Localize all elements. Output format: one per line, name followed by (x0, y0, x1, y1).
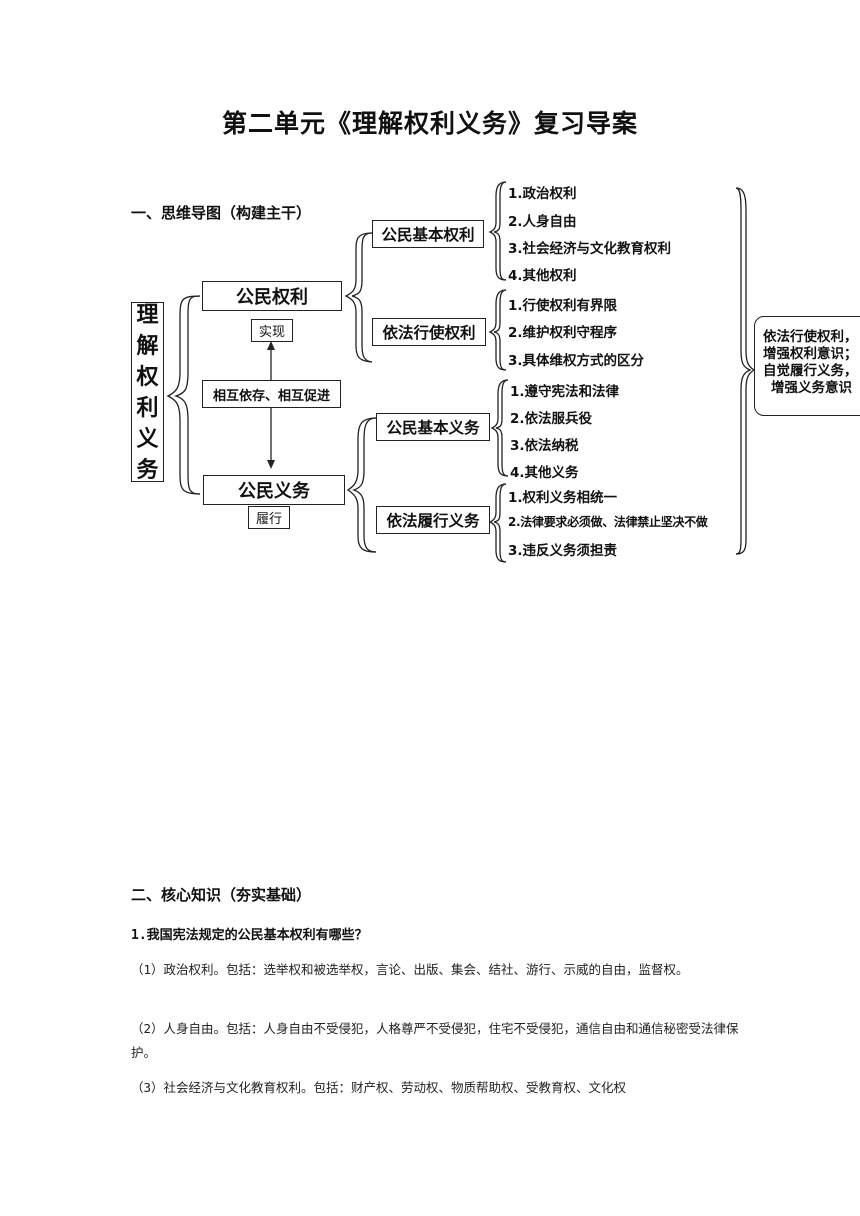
rights-box: 公民权利 (202, 281, 342, 311)
summary-line: 依法行使权利， (763, 329, 858, 345)
basic-rights-box: 公民基本权利 (372, 220, 484, 248)
root-char: 解 (136, 334, 159, 359)
summary-line: 增强义务意识 (771, 380, 852, 396)
exercise-rights-item: 3.具体维权方式的区分 (508, 353, 645, 369)
exercise-rights-box: 依法行使权利 (372, 318, 486, 346)
summary-line: 增强权利意识； (763, 346, 858, 362)
summary-line: 自觉履行义务， (763, 363, 858, 379)
basic-duties-item: 4.其他义务 (510, 465, 579, 481)
question: 1.我国宪法规定的公民基本权利有哪些？ (131, 928, 368, 943)
basic-duties-item: 2.依法服兵役 (510, 411, 593, 427)
root-char: 务 (136, 458, 159, 483)
exercise-rights-item: 2.维护权利守程序 (508, 325, 618, 341)
fulfill-duties-item: 3.违反义务须担责 (508, 543, 618, 559)
paragraph: （2）人身自由。包括：人身自由不受侵犯，人格尊严不受侵犯，住宅不受侵犯，通信自由… (131, 1021, 739, 1060)
rights-brace (344, 232, 373, 363)
paragraph: （3）社会经济与文化教育权利。包括：财产权、劳动权、物质帮助权、受教育权、文化权 (131, 1080, 627, 1095)
duties-brace (346, 417, 377, 553)
basic-duties-item: 1.遵守宪法和法律 (510, 384, 620, 400)
section-heading-mindmap: 一、思维导图（构建主干） (131, 204, 312, 222)
basic-rights-item: 3.社会经济与文化教育权利 (508, 241, 672, 257)
summary-brace (735, 187, 756, 555)
fulfill-duties-box: 依法履行义务 (376, 506, 490, 534)
page-title: 第二单元《理解权利义务》复习导案 (221, 109, 638, 138)
basic-rights-item: 1.政治权利 (508, 186, 577, 202)
root-char: 利 (136, 396, 159, 421)
mindmap-connectors (166, 181, 756, 563)
exercise-rights-item: 1.行使权利有界限 (508, 298, 618, 314)
arrow-down-head (267, 460, 275, 469)
arrow-up-head (267, 341, 275, 350)
basic-duties-box: 公民基本义务 (376, 413, 490, 441)
root-box: 理 解 权 利 义 务 (131, 302, 164, 483)
realize-box: 实现 (251, 319, 293, 342)
relation-box: 相互依存、相互促进 (202, 380, 341, 408)
root-char: 理 (136, 303, 159, 328)
root-char: 义 (136, 427, 159, 452)
duties-box: 公民义务 (203, 475, 345, 505)
root-brace (166, 295, 201, 495)
basic-duties-brace (490, 379, 509, 477)
basic-rights-item: 2.人身自由 (508, 214, 577, 230)
paragraph: （1）政治权利。包括：选举权和被选举权，言论、出版、集会、结社、游行、示威的自由… (131, 962, 689, 977)
basic-rights-brace (488, 181, 507, 281)
fulfill-duties-brace (488, 483, 507, 563)
section-heading-core: 二、核心知识（夯实基础） (131, 886, 312, 904)
fulfill-duties-item: 1.权利义务相统一 (508, 490, 618, 506)
basic-duties-item: 3.依法纳税 (510, 438, 579, 454)
root-char: 权 (136, 365, 159, 390)
fulfill-box: 履行 (248, 506, 290, 529)
basic-rights-item: 4.其他权利 (508, 268, 577, 284)
summary-box: 依法行使权利， 增强权利意识； 自觉履行义务， 增强义务意识 (754, 316, 860, 416)
exercise-rights-brace (488, 289, 507, 371)
fulfill-duties-item: 2.法律要求必须做、法律禁止坚决不做 (508, 515, 708, 529)
